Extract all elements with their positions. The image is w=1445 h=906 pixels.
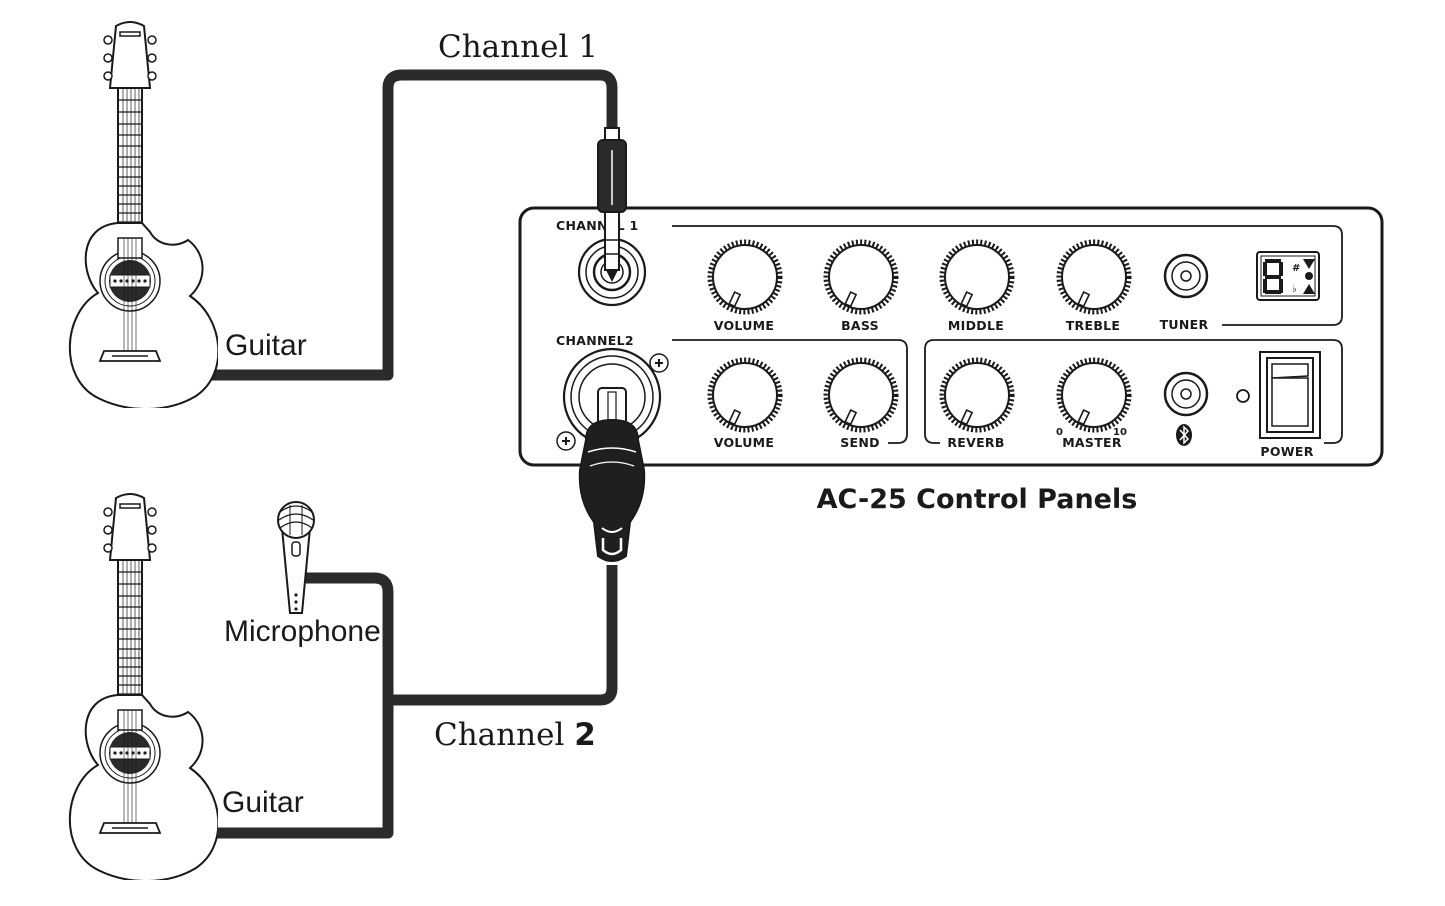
master-label: MASTER: [1062, 435, 1122, 450]
guitar-bottom-label: Guitar: [222, 786, 304, 819]
tuner-up-arrow-icon: [1303, 284, 1315, 294]
ch2-send-knob[interactable]: [826, 360, 896, 430]
bluetooth-icon: [1176, 424, 1192, 446]
reverb-label: REVERB: [947, 435, 1004, 450]
ch1-middle-label: MIDDLE: [948, 318, 1004, 333]
guitar-top-icon: [68, 21, 218, 408]
ch1-volume-label: VOLUME: [714, 318, 775, 333]
master-scale-min: 0: [1056, 427, 1063, 438]
ch1-bass-label: BASS: [841, 318, 879, 333]
ch2-volume-knob[interactable]: [710, 360, 780, 430]
xlr-plug-icon: [578, 387, 646, 562]
ch1-volume-knob[interactable]: [710, 242, 780, 312]
ch1-bass-knob[interactable]: [826, 242, 896, 312]
channel2-section-label: CHANNEL2: [556, 333, 634, 348]
master-knob[interactable]: [1059, 360, 1129, 430]
power-switch[interactable]: [1259, 351, 1321, 439]
bluetooth-button[interactable]: [1163, 371, 1209, 417]
tuner-down-arrow-icon: [1303, 259, 1315, 269]
power-label: POWER: [1260, 444, 1313, 459]
tuner-flat-symbol: ♭: [1292, 284, 1297, 295]
channel1-cable: [208, 69, 618, 381]
ch1-middle-knob[interactable]: [942, 242, 1012, 312]
master-scale-max: 10: [1113, 427, 1127, 438]
microphone-label: Microphone: [224, 615, 381, 648]
ch2-send-label: SEND: [840, 435, 880, 450]
channel1-jack-plug-icon: [597, 127, 627, 282]
tuner-display: # ♭: [1256, 251, 1320, 301]
channel2-cable-label: Channel 2: [434, 717, 596, 753]
tuner-label: TUNER: [1160, 317, 1209, 332]
tuner-button[interactable]: [1163, 253, 1209, 299]
ch1-treble-knob[interactable]: [1059, 242, 1129, 312]
power-led: [1236, 389, 1250, 403]
tuner-sharp-symbol: #: [1292, 263, 1300, 274]
reverb-knob[interactable]: [942, 360, 1012, 430]
guitar-top-label: Guitar: [225, 329, 307, 362]
ch1-treble-label: TREBLE: [1066, 318, 1121, 333]
tuner-center-dot-icon: [1305, 272, 1313, 280]
channel1-cable-label: Channel 1: [438, 29, 598, 65]
microphone-icon: [277, 501, 315, 614]
channel1-section-label: CHANNEL 1: [556, 218, 639, 233]
panel-title: AC-25 Control Panels: [817, 484, 1138, 515]
ch2-volume-label: VOLUME: [714, 435, 775, 450]
ac25-control-panel: CHANNEL 1 CHANNEL2: [518, 127, 1384, 562]
channel2-cable: [212, 565, 618, 839]
guitar-bottom-icon: [68, 493, 218, 880]
